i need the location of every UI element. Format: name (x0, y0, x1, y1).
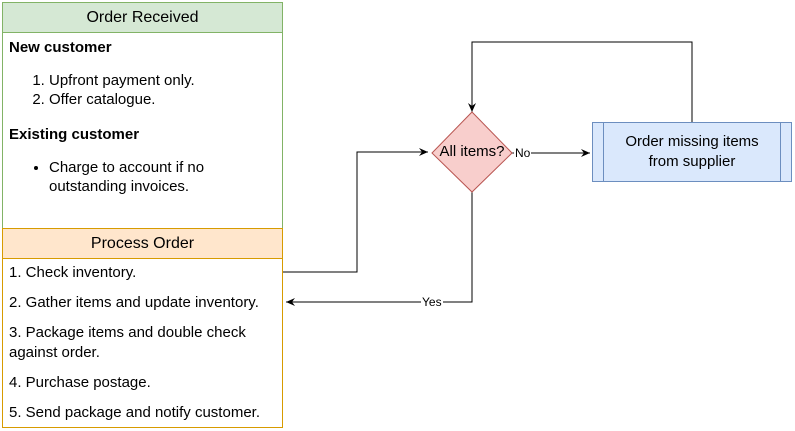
order-received-body: New customer Upfront payment only. Offer… (3, 33, 282, 217)
existing-customer-heading: Existing customer (9, 126, 140, 143)
decision-diamond (431, 111, 513, 193)
process-order-title: Process Order (3, 229, 282, 259)
order-missing-label: Order missing items from supplier (625, 133, 759, 170)
new-customer-list: Upfront payment only. Offer catalogue. (9, 71, 276, 109)
process-step: 4. Purchase postage. (9, 374, 151, 391)
new-customer-heading: New customer (9, 39, 112, 56)
process-side-line (780, 123, 781, 181)
process-order-container: Process Order 1. Check inventory. 2. Gat… (2, 228, 283, 428)
process-step: 5. Send package and notify customer. (9, 404, 260, 421)
order-received-container: Order Received New customer Upfront paym… (2, 2, 283, 230)
new-customer-item: Offer catalogue. (49, 90, 276, 109)
edge-supplier-loop (468, 41, 693, 122)
process-step: 3. Package items and double check agains… (9, 324, 246, 361)
process-step: 1. Check inventory. (9, 264, 137, 281)
no-label: No (514, 146, 532, 160)
existing-customer-item: Charge to account if no outstanding invo… (49, 158, 276, 196)
order-received-title: Order Received (3, 3, 282, 33)
existing-customer-list: Charge to account if no outstanding invo… (9, 158, 276, 196)
edge-step1-to-decision (283, 148, 428, 273)
yes-label: Yes (421, 295, 443, 309)
process-side-line (603, 123, 604, 181)
order-missing-process: Order missing items from supplier (592, 122, 792, 182)
process-step: 2. Gather items and update inventory. (9, 294, 259, 311)
new-customer-item: Upfront payment only. (49, 71, 276, 90)
decision-label: All items? (439, 143, 505, 160)
edge-decision-yes (286, 192, 473, 306)
